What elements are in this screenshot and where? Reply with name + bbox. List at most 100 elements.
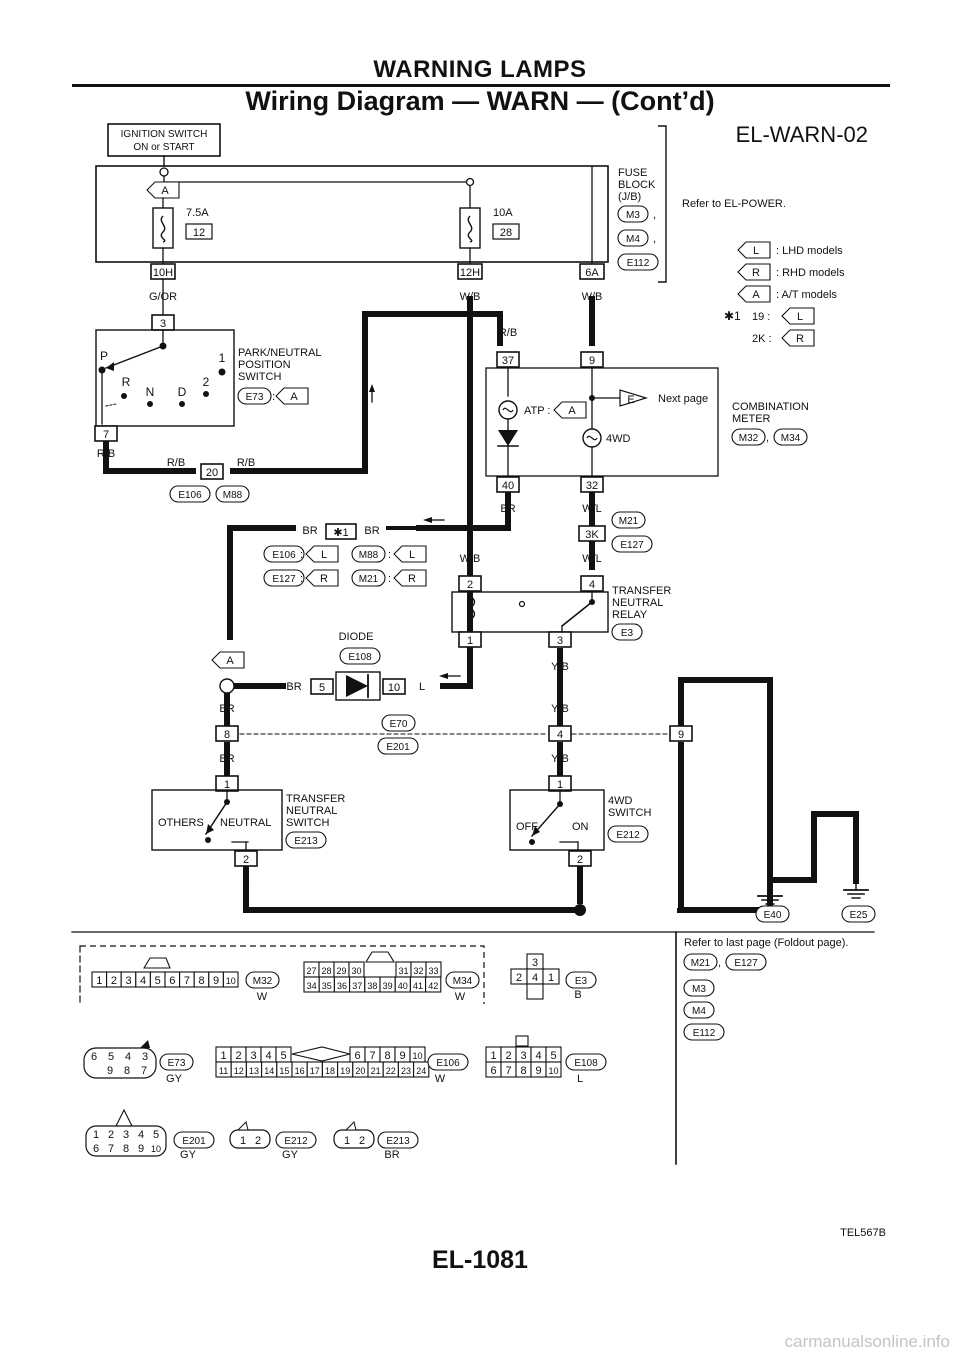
tn-conn-e213: E213 — [294, 836, 318, 847]
diode-conn-e108: E108 — [348, 652, 372, 663]
e106-bottom-pin-24: 24 — [416, 1066, 426, 1076]
m32-pin-5: 5 — [155, 975, 161, 987]
e108-id-oval — [565, 1053, 607, 1071]
e3-pin-2: 2 — [516, 972, 522, 984]
m34-bottom-pin-41: 41 — [413, 981, 423, 991]
e108-bottom-pin-6: 6 — [490, 1065, 496, 1077]
star-opt-m88-sym-shape — [393, 545, 427, 563]
pin-3k-e127-oval — [611, 535, 653, 553]
refer-e127-oval — [725, 953, 767, 971]
m32-pin-4: 4 — [140, 975, 146, 987]
star-note-19: 19 : — [752, 311, 770, 323]
atp-label: ATP : — [524, 405, 551, 417]
power-bracket — [658, 125, 667, 283]
wire-label-l-diode: L — [419, 681, 425, 693]
joint-20-box — [200, 463, 224, 480]
e70-pin-4: 4 — [557, 729, 563, 741]
refer-m4-oval — [683, 1001, 715, 1019]
joint-20-e106-oval — [169, 485, 211, 503]
star-note-mark: ✱1 — [724, 309, 741, 323]
a-node — [219, 678, 235, 694]
wire-label-br-star-r: BR — [364, 525, 379, 537]
e213-housing — [333, 1129, 375, 1149]
a-sym-left-shape — [211, 651, 245, 669]
m34-bottom-cell-42 — [425, 976, 442, 993]
ignition-switch-label: IGNITION SWITCH — [121, 129, 208, 140]
pn-pin-7: 7 — [103, 429, 109, 441]
relay-pin-2: 2 — [467, 579, 473, 591]
meter-diode — [498, 430, 518, 446]
meter-pin-37-box — [496, 351, 520, 368]
star-joint-box — [325, 523, 357, 540]
e3-cell-1 — [542, 968, 560, 985]
e73-pin-4: 4 — [125, 1051, 131, 1063]
e106-bottom-pin-15: 15 — [279, 1066, 289, 1076]
star-note-2k: 2K : — [752, 333, 772, 345]
pn-pos-n: N — [146, 385, 155, 399]
star-note-2k-sym: R — [796, 333, 804, 345]
fuse-12-num: 12 — [193, 227, 205, 239]
pn-contact-r — [121, 393, 127, 399]
m34-id: M34 — [453, 976, 473, 987]
e108-top-pin-4: 4 — [535, 1050, 541, 1062]
m32-pin-3: 3 — [125, 975, 131, 987]
e213-id-oval — [377, 1131, 419, 1149]
meter-pin-32: 32 — [586, 480, 598, 492]
relay-pin-2-box — [458, 575, 482, 592]
e106-top-a-pin-5: 5 — [280, 1050, 286, 1062]
next-page-flag — [619, 389, 649, 407]
e212-housing — [229, 1129, 271, 1149]
e3-pin-1: 1 — [548, 972, 554, 984]
br-wire-top — [416, 492, 511, 531]
meter-conn-m32: M32 — [739, 433, 759, 444]
e213-pin-2: 2 — [359, 1135, 365, 1147]
star-opt-e106-sym: L — [321, 549, 327, 561]
fwd-contact-off — [529, 839, 535, 845]
e108-top-pin-2: 2 — [505, 1050, 511, 1062]
joint-20-m88: M88 — [223, 490, 243, 501]
fuse-block-label-1: FUSE — [618, 167, 647, 179]
m32-color: W — [257, 991, 268, 1003]
e212-pin-1: 1 — [240, 1135, 246, 1147]
m34-bottom-pin-42: 42 — [428, 981, 438, 991]
legend-sym-r-shape — [737, 263, 771, 281]
atp-filament — [502, 407, 514, 413]
e106-bottom-pin-14: 14 — [264, 1066, 274, 1076]
m32-pin-10: 10 — [226, 976, 236, 986]
m34-top-a-pin-28: 28 — [321, 966, 331, 976]
m34-bottom-pin-37: 37 — [352, 981, 362, 991]
m32-id: M32 — [253, 976, 273, 987]
pn-contact-arm — [105, 345, 164, 369]
pn-pos-r: R — [122, 375, 131, 389]
meter-conn-bracket — [80, 945, 485, 1004]
fuse-conn-e112-oval — [617, 253, 659, 271]
wire-label-r-b-meter: R/B — [499, 327, 517, 339]
e213-pin-1: 1 — [344, 1135, 350, 1147]
legend-sym-a: A — [752, 289, 760, 301]
fwd-conn-e212: E212 — [616, 830, 640, 841]
b-wire-9-up — [677, 677, 773, 913]
arrow-br-top — [423, 517, 432, 523]
ground-e40-label-oval — [755, 905, 790, 923]
e201-pin-10: 10 — [151, 1144, 161, 1154]
watermark: carmanualsonline.info — [784, 1332, 950, 1351]
e73-id-oval — [159, 1053, 194, 1071]
terminal-12h-box — [457, 263, 483, 280]
diode-pin-10: 10 — [388, 682, 400, 694]
legend-sym-l-shape — [737, 241, 771, 259]
diode-name: DIODE — [339, 631, 374, 643]
fuse-12-amp: 7.5A — [186, 207, 209, 219]
e73-pin-3: 3 — [142, 1051, 148, 1063]
e201-pin-2: 2 — [108, 1129, 114, 1141]
e106-bottom-pin-17: 17 — [310, 1066, 320, 1076]
star-colon-1: : — [300, 549, 303, 561]
fourwd-filament — [586, 435, 598, 441]
m34-bottom-pin-40: 40 — [398, 981, 408, 991]
e70-conn-oval — [381, 714, 416, 732]
meter-conn-m34-oval — [773, 428, 808, 446]
relay-pin-1: 1 — [467, 635, 473, 647]
m34-top-b-pin-33: 33 — [428, 966, 438, 976]
e201-pin-8: 8 — [123, 1143, 129, 1155]
relay-conn-e3: E3 — [621, 628, 634, 639]
legend-sym-r: R — [752, 267, 760, 279]
